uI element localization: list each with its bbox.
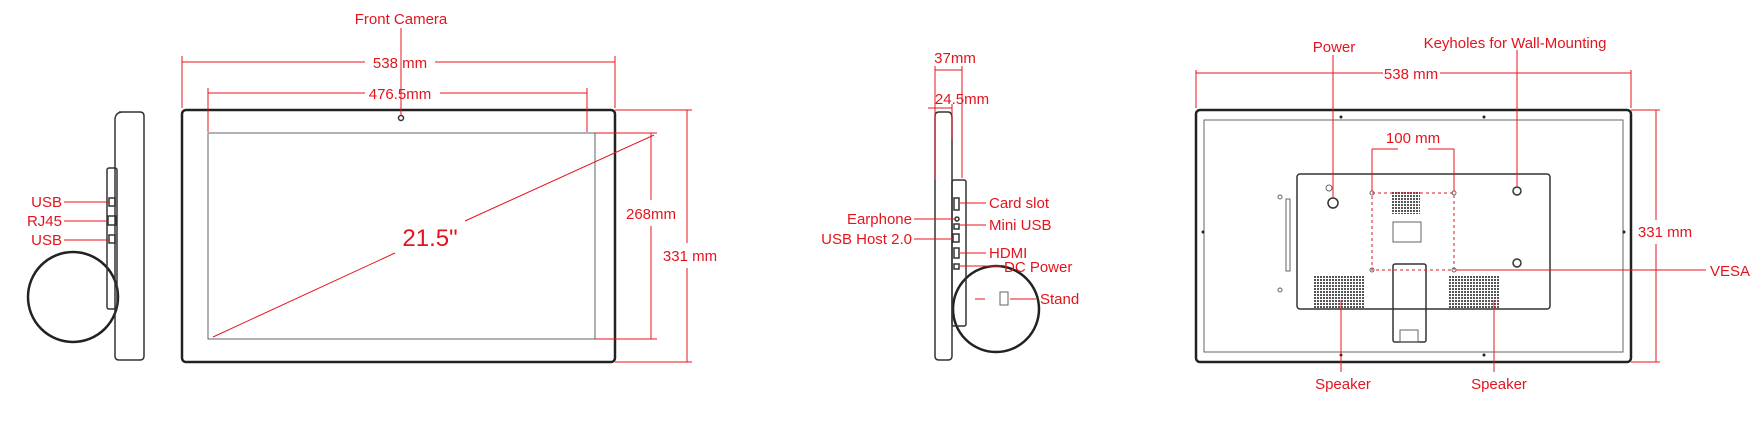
vesa-pattern xyxy=(1371,192,1455,271)
usb-host-label: USB Host 2.0 xyxy=(821,231,912,248)
speaker-label-left: Speaker xyxy=(1315,376,1371,393)
speaker-grill xyxy=(1449,275,1499,308)
left-side-view: USB RJ45 USB xyxy=(26,111,145,361)
front-view: Front Camera 538 mm 476.5mm 268mm 331 mm… xyxy=(180,11,717,364)
back-frame xyxy=(1194,108,1633,364)
keyhole-icon xyxy=(1512,186,1522,196)
mini-usb-label: Mini USB xyxy=(989,217,1052,234)
side-panel xyxy=(114,111,145,361)
vent-grill xyxy=(1392,192,1420,214)
stand-label: Stand xyxy=(1040,291,1079,308)
port-housing xyxy=(106,167,118,310)
label-plate xyxy=(1392,221,1422,243)
power-label: Power xyxy=(1313,39,1356,56)
keyhole-icon xyxy=(1325,184,1333,192)
depth-dim: 37mm xyxy=(934,50,976,67)
keyhole-icon xyxy=(1512,258,1522,268)
panel-depth-dim: 24.5mm xyxy=(935,91,989,108)
power-button-icon xyxy=(1327,197,1339,209)
side-panel xyxy=(934,111,953,361)
stand-screw-icon xyxy=(999,291,1009,306)
speaker-label-right: Speaker xyxy=(1471,376,1527,393)
keyholes-label: Keyholes for Wall-Mounting xyxy=(1424,35,1607,52)
usb-label: USB xyxy=(31,194,62,211)
vesa-dim: 100 mm xyxy=(1386,130,1440,147)
side-view: 37mm 24.5mm Card slot Mini USB HDMI DC P… xyxy=(821,50,1079,361)
hdmi-label: HDMI xyxy=(989,245,1027,262)
stand-ring xyxy=(26,250,120,344)
card-slot-label: Card slot xyxy=(989,195,1050,212)
front-camera-label: Front Camera xyxy=(355,11,448,28)
rj45-label: RJ45 xyxy=(27,213,62,230)
usb-label-2: USB xyxy=(31,232,62,249)
dc-power-label: DC Power xyxy=(1004,259,1072,276)
screen-area xyxy=(207,132,596,340)
screen-height-dim: 268mm xyxy=(626,206,676,223)
vesa-label: VESA xyxy=(1710,263,1750,280)
front-bezel xyxy=(180,108,617,364)
back-panel xyxy=(1296,173,1551,310)
front-width-dim: 538 mm xyxy=(373,55,427,72)
screen-width-dim: 476.5mm xyxy=(369,86,432,103)
front-height-dim: 331 mm xyxy=(663,248,717,265)
earphone-label: Earphone xyxy=(847,211,912,228)
back-view: 100 mm VESA 538 mm 331 mm Power Keyholes… xyxy=(1194,35,1750,393)
diagonal-size-label: 21.5" xyxy=(402,225,457,252)
speaker-grill xyxy=(1314,275,1364,308)
back-width-dim: 538 mm xyxy=(1384,66,1438,83)
back-height-dim: 331 mm xyxy=(1638,224,1692,241)
camera-icon xyxy=(397,114,405,122)
